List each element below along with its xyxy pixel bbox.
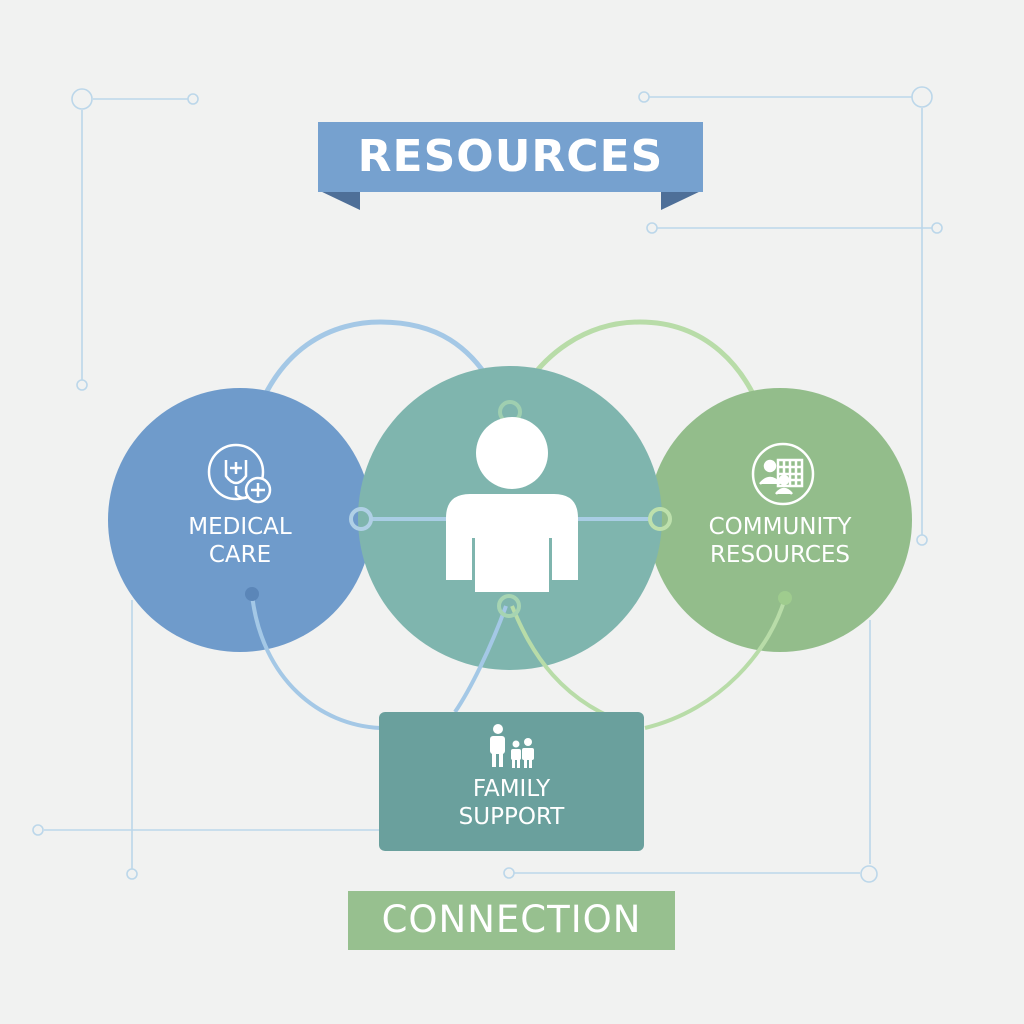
connection-label: CONNECTION [381, 898, 642, 941]
connector-arc-blue-top [243, 319, 508, 451]
family-support-line2: SUPPORT [458, 803, 565, 830]
medical-care-label: MEDICAL CARE [150, 514, 330, 569]
community-resources-line2: RESOURCES [709, 541, 851, 568]
family-support-box [379, 712, 644, 851]
stethoscope-icon [207, 443, 272, 504]
community-resources-line1: COMMUNITY [708, 514, 852, 540]
family-support-label: FAMILY SUPPORT [379, 776, 644, 831]
connector-nodes [245, 400, 792, 618]
community-board-icon [751, 442, 815, 506]
community-resources-label: COMMUNITY RESOURCES [680, 514, 880, 569]
person-icon [446, 417, 578, 592]
community-resources-circle [648, 388, 912, 652]
page-title: RESOURCES [357, 131, 664, 182]
title-banner [318, 122, 703, 210]
family-support-line1: FAMILY [472, 776, 551, 802]
medical-care-circle [108, 388, 372, 652]
frame-nodes [32, 86, 943, 883]
medical-care-line2: CARE [208, 541, 272, 568]
connector-arc-green-top [509, 319, 773, 441]
frame-lines [44, 96, 936, 874]
medical-care-line1: MEDICAL [188, 514, 292, 540]
family-icon [490, 724, 534, 768]
connection-banner [348, 891, 675, 950]
